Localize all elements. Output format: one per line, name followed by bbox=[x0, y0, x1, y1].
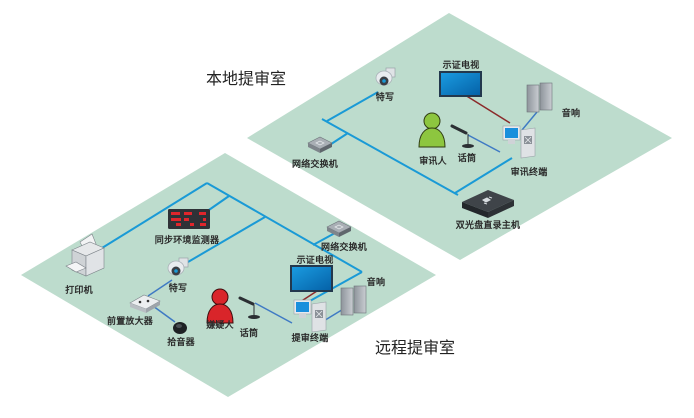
remote-person-label: 嫌疑人 bbox=[206, 321, 234, 331]
remote-microphone-icon[interactable] bbox=[238, 296, 260, 319]
remote-preamp-pickup-cable bbox=[152, 305, 176, 323]
remote-network-lines bbox=[101, 182, 363, 303]
camera-icon[interactable] bbox=[375, 67, 396, 86]
preamplifier-icon[interactable] bbox=[129, 294, 161, 313]
network-switch-icon[interactable] bbox=[307, 136, 333, 153]
local-mic-cable bbox=[467, 134, 501, 153]
remote-camera-label: 特写 bbox=[168, 284, 188, 294]
remote-env-monitor-label: 同步环境监测器 bbox=[154, 236, 220, 246]
remote-switch-label: 网络交换机 bbox=[320, 243, 368, 253]
tv-monitor-icon[interactable] bbox=[439, 71, 482, 97]
arraignment-terminal-icon[interactable] bbox=[293, 299, 327, 333]
local-camera-label: 特写 bbox=[375, 93, 395, 103]
remote-tv-label: 示证电视 bbox=[296, 256, 334, 266]
local-speaker-label: 音响 bbox=[561, 109, 581, 119]
local-tv-label: 示证电视 bbox=[442, 61, 480, 71]
remote-network-switch-icon[interactable] bbox=[326, 220, 352, 237]
remote-camera-icon[interactable] bbox=[167, 257, 189, 276]
remote-printer-label: 打印机 bbox=[65, 286, 93, 296]
local-mic-label: 话筒 bbox=[457, 154, 477, 164]
remote-pickup-label: 拾音器 bbox=[167, 338, 195, 348]
interrogation-terminal-icon[interactable] bbox=[502, 125, 536, 159]
speaker-icon[interactable] bbox=[526, 82, 553, 113]
environment-monitor-icon[interactable] bbox=[168, 209, 210, 229]
remote-room-title: 远程提审室 bbox=[375, 338, 456, 357]
remote-terminal-label: 提审终端 bbox=[291, 334, 329, 344]
remote-mic-cable bbox=[254, 302, 293, 324]
interrogator-person-icon bbox=[418, 112, 446, 148]
local-room-title: 本地提审室 bbox=[206, 69, 287, 88]
remote-room-floor bbox=[21, 153, 436, 397]
local-switch-label: 网络交换机 bbox=[291, 160, 339, 170]
dual-disc-recorder-icon[interactable] bbox=[462, 190, 514, 218]
local-room-floor bbox=[247, 13, 672, 260]
local-terminal-label: 审讯终端 bbox=[510, 168, 548, 178]
suspect-person-icon bbox=[206, 288, 234, 324]
printer-icon[interactable] bbox=[65, 233, 105, 277]
remote-preamp-label: 前置放大器 bbox=[106, 317, 154, 327]
microphone-icon[interactable] bbox=[450, 124, 474, 148]
remote-camera-preamp-cable bbox=[147, 279, 173, 297]
remote-speaker-label: 音响 bbox=[366, 278, 386, 288]
local-person-label: 审讯人 bbox=[419, 157, 447, 167]
local-recorder-label: 双光盘直录主机 bbox=[455, 221, 521, 231]
remote-mic-label: 话筒 bbox=[239, 329, 259, 339]
local-tv-cable bbox=[464, 94, 511, 124]
remote-tv-monitor-icon[interactable] bbox=[290, 265, 333, 292]
local-speaker-cable bbox=[521, 111, 538, 131]
sound-pickup-icon[interactable] bbox=[173, 322, 187, 334]
remote-speaker-icon[interactable] bbox=[340, 285, 367, 316]
